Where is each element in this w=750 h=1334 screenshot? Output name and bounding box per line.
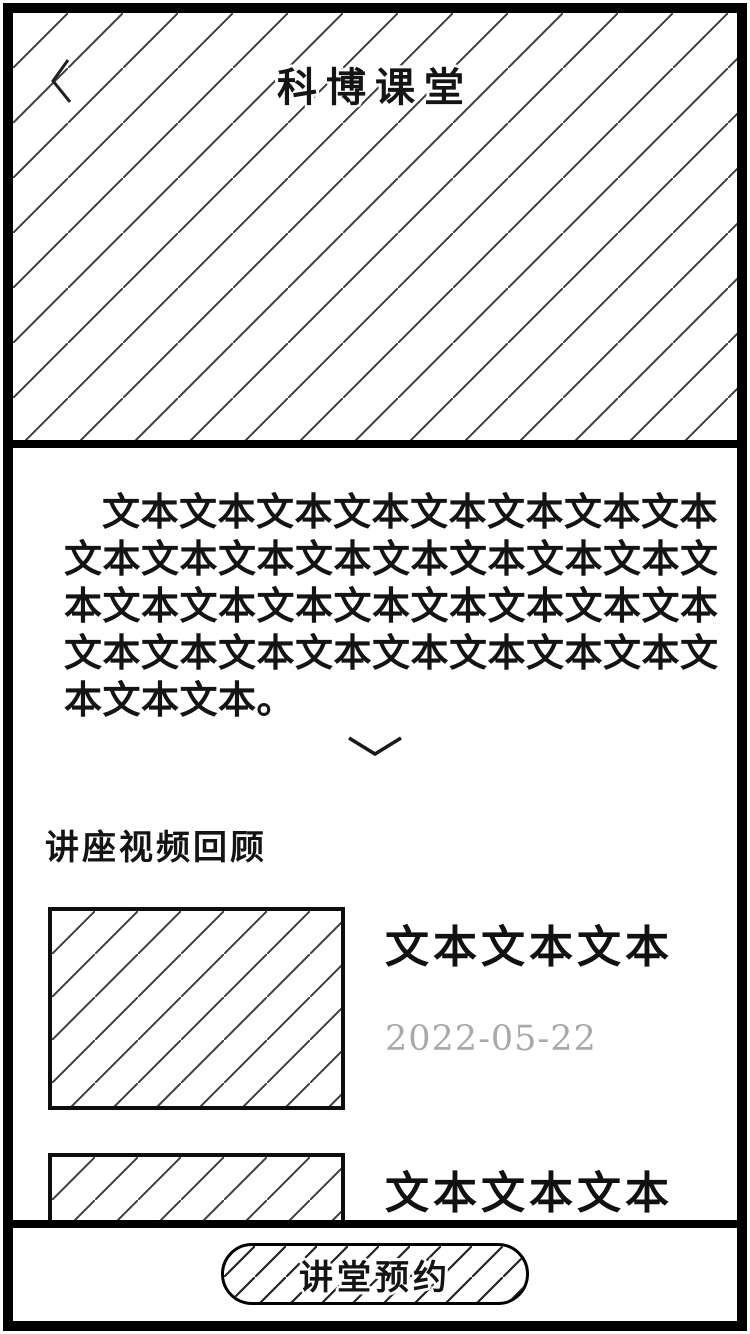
intro-paragraph: 文本文本文本文本文本文本文本文本文本文本文本文本文本文本文本文本文本文本文本文本…	[64, 492, 719, 722]
video-meta: 文本文本文本	[385, 1153, 673, 1321]
title-bar: 科博课堂	[13, 13, 737, 123]
chevron-down-icon	[348, 735, 402, 756]
button-hatch-fill	[224, 1246, 526, 1302]
reserve-button-label: 讲堂预约	[299, 1258, 451, 1297]
thumbnail-placeholder-image	[52, 911, 341, 1106]
reserve-button[interactable]: 讲堂预约	[221, 1243, 529, 1305]
hero-placeholder-image	[13, 13, 737, 440]
section-heading: 讲座视频回顾	[45, 829, 267, 867]
video-thumbnail	[48, 907, 345, 1110]
screen-frame: 科博课堂 文本文本文本文本文本文本文本文本文本文本文本文本文本文本文本文本文本文…	[3, 3, 747, 1331]
video-title: 文本文本文本	[385, 923, 673, 972]
bottom-bar: 讲堂预约	[13, 1220, 737, 1321]
expand-button[interactable]	[340, 734, 410, 760]
page-title: 科博课堂	[277, 66, 473, 110]
hero-banner: 科博课堂	[13, 13, 737, 448]
video-item[interactable]: 文本文本文本 2022-05-22	[48, 907, 737, 1110]
video-date: 2022-05-22	[385, 1019, 597, 1059]
chevron-left-icon	[51, 59, 72, 103]
back-button[interactable]	[39, 53, 83, 109]
video-title: 文本文本文本	[385, 1169, 673, 1218]
video-meta: 文本文本文本 2022-05-22	[385, 907, 673, 1110]
